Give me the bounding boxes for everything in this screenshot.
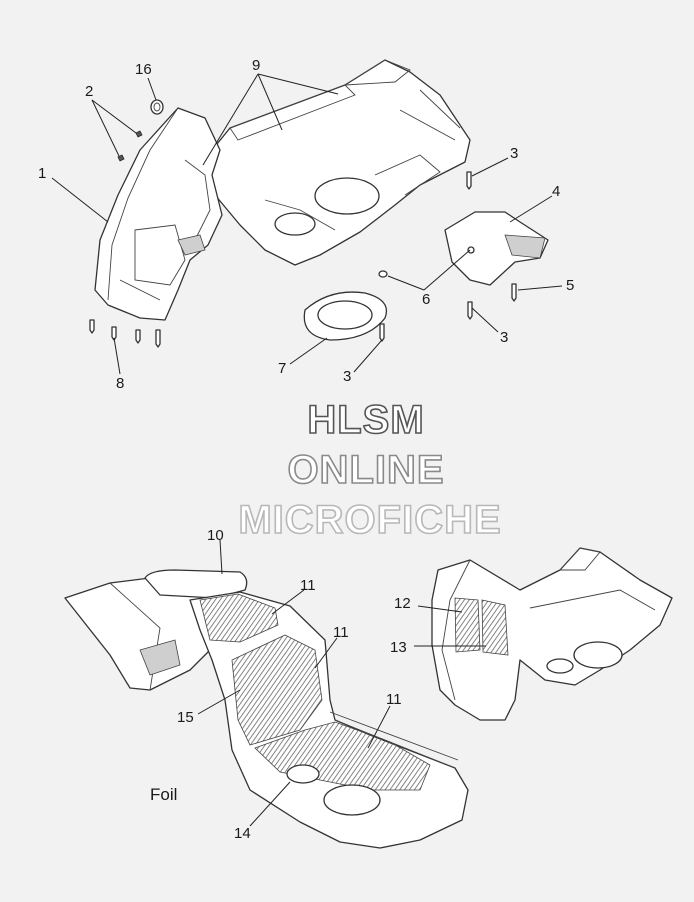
leader-lines-right (414, 605, 486, 647)
callout-10: 10 (207, 527, 224, 544)
washer-part-6 (378, 270, 388, 278)
screws-part-3-5 (379, 171, 517, 342)
side-cover-part-4 (444, 211, 549, 286)
grommet-part-16 (150, 99, 164, 115)
leader-lines-top (51, 73, 563, 375)
callout-11-a: 11 (300, 577, 316, 594)
foil-label: Foil (150, 785, 177, 804)
floor-panel-part-9 (199, 59, 471, 266)
watermark-line-3: MICROFICHE (238, 498, 501, 542)
trim-ring-part-7 (303, 291, 388, 341)
callout-1: 1 (38, 165, 46, 182)
callout-11-c: 11 (386, 691, 402, 708)
front-panel-part-1 (94, 107, 223, 321)
right-assembly-view (431, 547, 673, 721)
callout-2: 2 (85, 83, 93, 100)
callout-15: 15 (177, 709, 194, 726)
callout-9: 9 (252, 57, 260, 74)
callout-4: 4 (552, 183, 560, 200)
callout-12: 12 (394, 595, 411, 612)
callout-14: 14 (234, 825, 251, 842)
watermark-line-2: ONLINE (287, 448, 444, 492)
callout-labels: 16 2 1 9 3 4 5 6 3 7 3 8 10 11 11 11 15 … (38, 57, 574, 842)
callout-7: 7 (278, 360, 286, 377)
fasteners-part-2 (117, 130, 143, 162)
callout-6: 6 (422, 291, 430, 308)
watermark-line-1: HLSM (307, 398, 424, 442)
callout-3-top: 3 (510, 145, 518, 162)
callout-16: 16 (135, 61, 152, 78)
watermark: HLSM ONLINE MICROFICHE (238, 397, 502, 543)
callout-5: 5 (566, 277, 574, 294)
callout-8: 8 (116, 375, 124, 392)
callout-13: 13 (390, 639, 407, 656)
foil-assembly (64, 569, 469, 849)
callout-3-right: 3 (500, 329, 508, 346)
callout-11-b: 11 (333, 624, 349, 641)
leader-lines-foil (197, 539, 391, 827)
callout-3-bottom: 3 (343, 368, 351, 385)
rivets-part-8 (89, 319, 161, 348)
